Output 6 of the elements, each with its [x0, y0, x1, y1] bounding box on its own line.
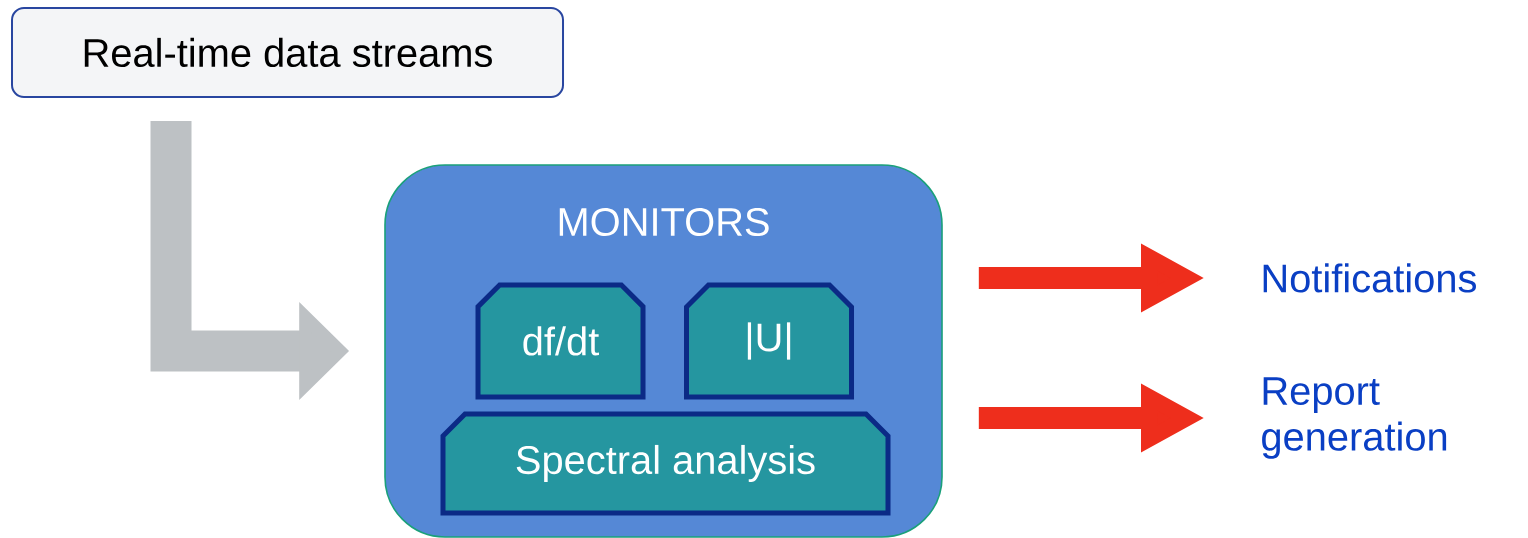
module-box: df/dt — [475, 282, 646, 400]
module-box: |U| — [684, 282, 854, 400]
output-text: Report generation — [1262, 377, 1447, 459]
output-text: Notifications — [1263, 263, 1476, 293]
module-box: Spectral analysis — [440, 411, 891, 516]
input-box: Real-time data streams — [11, 7, 564, 98]
